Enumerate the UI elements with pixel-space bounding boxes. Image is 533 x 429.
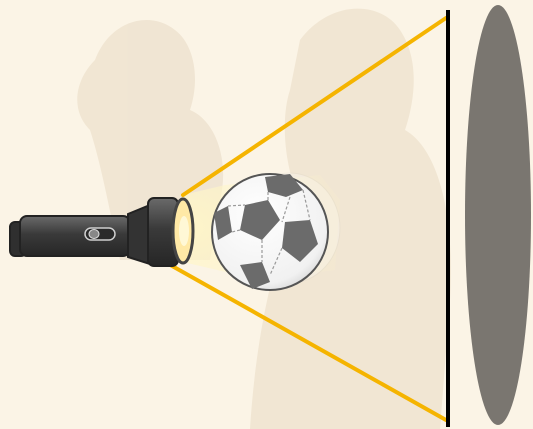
flashlight-bulb: [179, 216, 189, 246]
flashlight-switch-knob: [89, 230, 99, 239]
ball-shadow: [465, 5, 531, 425]
flashlight-neck: [128, 205, 150, 264]
flashlight-icon: [10, 198, 193, 266]
